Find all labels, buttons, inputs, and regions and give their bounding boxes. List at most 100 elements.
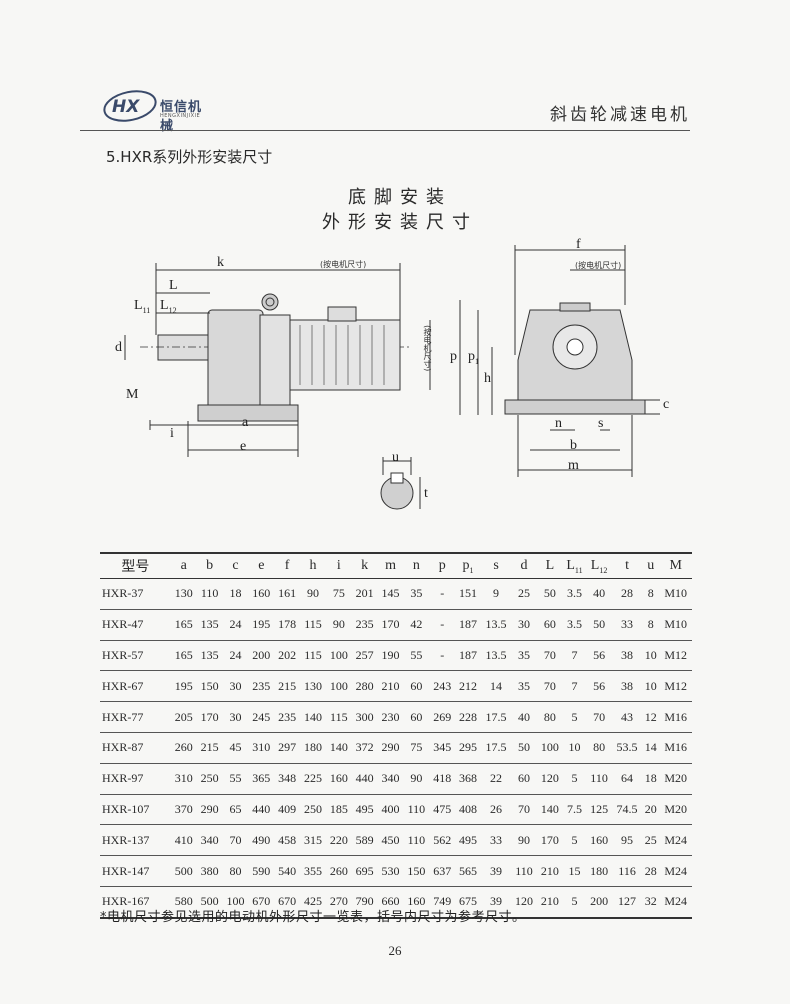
table-cell: M10 bbox=[659, 578, 692, 610]
table-cell: 130 bbox=[170, 578, 197, 610]
table-cell: 565 bbox=[455, 855, 481, 887]
table-cell: 40 bbox=[586, 578, 612, 610]
table-cell: 80 bbox=[536, 701, 563, 733]
table-cell: 39 bbox=[480, 886, 512, 919]
table-cell: 30 bbox=[222, 670, 249, 703]
footnote: *电机尺寸参见选用的电动机外形尺寸一览表，括号内尺寸为参考尺寸。 bbox=[100, 910, 526, 925]
table-cell: 495 bbox=[351, 794, 378, 826]
column-header: L12 bbox=[586, 552, 612, 579]
column-header: k bbox=[351, 552, 378, 579]
table-cell: 210 bbox=[377, 670, 404, 703]
table-cell: 13.5 bbox=[480, 609, 512, 641]
table-cell: M12 bbox=[659, 670, 692, 703]
table-cell: 75 bbox=[403, 732, 430, 764]
table-cell: 475 bbox=[429, 794, 456, 826]
table-cell: 670 bbox=[248, 886, 275, 919]
model-cell: HXR-77 bbox=[100, 701, 171, 733]
table-cell: 380 bbox=[196, 855, 223, 887]
model-cell: HXR-87 bbox=[100, 732, 171, 764]
table-cell: 74.5 bbox=[611, 794, 643, 826]
model-cell: HXR-137 bbox=[100, 824, 171, 857]
table-cell: 39 bbox=[480, 855, 512, 887]
table-cell: 695 bbox=[351, 855, 378, 887]
table-cell: 12 bbox=[642, 701, 660, 733]
table-cell: 637 bbox=[429, 855, 456, 887]
table-cell: 64 bbox=[611, 763, 643, 795]
model-cell: HXR-107 bbox=[100, 794, 171, 826]
page-header: HX 恒信机械 HENGXINJIXIE 斜齿轮减速电机 bbox=[80, 70, 690, 134]
table-cell: 70 bbox=[536, 670, 563, 703]
table-cell: 345 bbox=[429, 732, 456, 764]
table-cell: 3.5 bbox=[562, 578, 587, 610]
table-cell: 210 bbox=[536, 855, 563, 887]
table-cell: 260 bbox=[325, 855, 352, 887]
dim-label-p: p bbox=[450, 349, 457, 364]
table-cell: 185 bbox=[325, 794, 352, 826]
column-header: e bbox=[248, 552, 275, 579]
table-cell: 190 bbox=[377, 640, 404, 672]
table-cell: 8 bbox=[642, 609, 660, 641]
table-cell: 270 bbox=[325, 886, 352, 919]
table-cell: 115 bbox=[325, 701, 352, 733]
table-cell: 42 bbox=[403, 609, 430, 641]
column-header: m bbox=[377, 552, 404, 579]
table-cell: 210 bbox=[536, 886, 563, 919]
table-cell: 30 bbox=[222, 701, 249, 733]
table-cell: 257 bbox=[351, 640, 378, 672]
table-cell: 290 bbox=[196, 794, 223, 826]
table-cell: 458 bbox=[274, 824, 301, 857]
dim-label-u: u bbox=[392, 450, 399, 465]
table-cell: 5 bbox=[562, 701, 587, 733]
table-cell: - bbox=[429, 640, 456, 672]
table-cell: 165 bbox=[170, 609, 197, 641]
dim-label-M: M bbox=[126, 387, 139, 402]
table-cell: 65 bbox=[222, 794, 249, 826]
table-cell: 40 bbox=[511, 701, 537, 733]
model-cell: HXR-47 bbox=[100, 609, 171, 641]
dim-label-a: a bbox=[242, 415, 249, 430]
table-cell: 90 bbox=[403, 763, 430, 795]
table-cell: 145 bbox=[377, 578, 404, 610]
table-cell: M16 bbox=[659, 701, 692, 733]
table-cell: 140 bbox=[300, 701, 326, 733]
table-cell: 70 bbox=[536, 640, 563, 672]
hx-logo-icon: HX bbox=[103, 90, 157, 122]
table-cell: 300 bbox=[351, 701, 378, 733]
table-cell: 55 bbox=[222, 763, 249, 795]
table-cell: 10 bbox=[642, 670, 660, 703]
table-cell: 500 bbox=[196, 886, 223, 919]
table-cell: 562 bbox=[429, 824, 456, 857]
table-cell: 15 bbox=[562, 855, 587, 887]
svg-text:HX: HX bbox=[112, 97, 140, 117]
table-cell: 228 bbox=[455, 701, 481, 733]
table-cell: 110 bbox=[403, 824, 430, 857]
table-cell: 215 bbox=[196, 732, 223, 764]
dim-label-L12: L12 bbox=[160, 298, 177, 315]
table-cell: 409 bbox=[274, 794, 301, 826]
table-cell: 269 bbox=[429, 701, 456, 733]
table-cell: 187 bbox=[455, 609, 481, 641]
table-cell: 56 bbox=[586, 670, 612, 703]
column-header: a bbox=[170, 552, 197, 579]
table-cell: 151 bbox=[455, 578, 481, 610]
table-cell: 60 bbox=[511, 763, 537, 795]
table-cell: 53.5 bbox=[611, 732, 643, 764]
table-cell: 340 bbox=[196, 824, 223, 857]
table-cell: 95 bbox=[611, 824, 643, 857]
table-cell: 660 bbox=[377, 886, 404, 919]
table-cell: 235 bbox=[351, 609, 378, 641]
table-cell: 9 bbox=[480, 578, 512, 610]
dim-label-n: n bbox=[555, 416, 562, 431]
table-cell: 790 bbox=[351, 886, 378, 919]
dim-label-i: i bbox=[170, 426, 174, 441]
table-cell: 24 bbox=[222, 609, 249, 641]
table-cell: M24 bbox=[659, 824, 692, 857]
dim-label-k: k bbox=[217, 255, 224, 270]
table-cell: 18 bbox=[222, 578, 249, 610]
